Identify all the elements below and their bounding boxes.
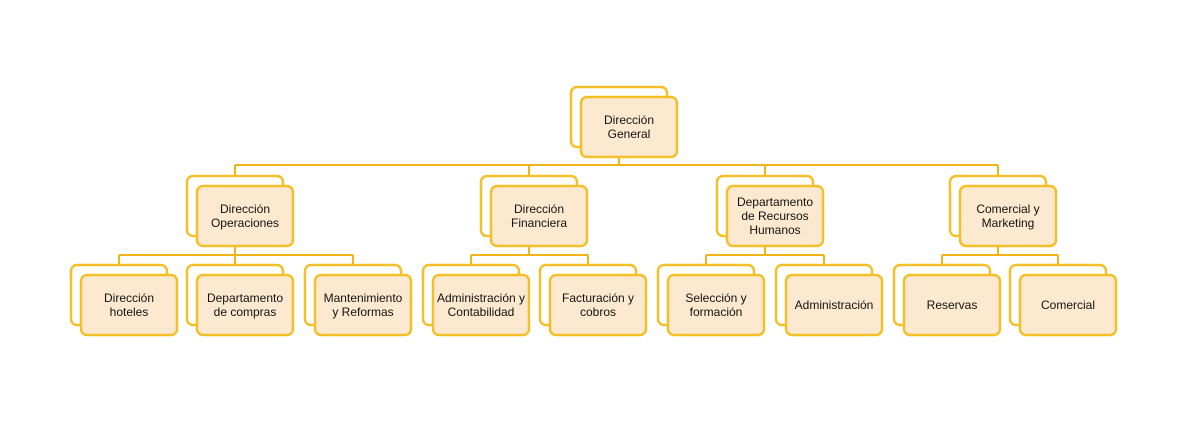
node-subunit-1-1-box: [548, 273, 648, 337]
node-subunit-0-0-label: hoteles: [110, 305, 149, 319]
node-department-3-label: Comercial y: [976, 202, 1039, 216]
node-department-1-label: Dirección: [514, 202, 564, 216]
node-department-1-box: [489, 184, 589, 248]
node-subunit-2-0-label: Selección y: [685, 291, 746, 305]
node-subunit-0-0-label: Dirección: [104, 291, 154, 305]
node-subunit-1-0-label: Contabilidad: [448, 305, 515, 319]
node-subunit-0-2-label: y Reformas: [332, 305, 393, 319]
node-subunit-0-2-box: [313, 273, 413, 337]
node-department-0-box: [195, 184, 295, 248]
node-subunit-0-1-label: Departamento: [207, 291, 283, 305]
node-department-2-label: Humanos: [749, 223, 800, 237]
node-department-3-label: Marketing: [982, 216, 1035, 230]
node-subunit-0-0-box: [79, 273, 179, 337]
node-department-2-label: Departamento: [737, 195, 813, 209]
node-subunit-2-1: Administración: [774, 263, 884, 337]
node-department-0-label: Operaciones: [211, 216, 279, 230]
node-subunit-2-0-label: formación: [690, 305, 743, 319]
node-subunit-3-0-label: Reservas: [927, 298, 978, 312]
node-subunit-3-1: Comercial: [1008, 263, 1118, 337]
node-subunit-2-1-box: [784, 273, 884, 337]
node-department-0-label: Dirección: [220, 202, 270, 216]
node-subunit-1-1-label: cobros: [580, 305, 616, 319]
node-subunit-0-1-box: [195, 273, 295, 337]
node-department-2-box: [725, 184, 825, 248]
node-direccion-general-box: [579, 95, 679, 159]
nodes: DirecciónGeneralDirecciónOperacionesDire…: [69, 85, 1118, 337]
node-subunit-3-1-box: [1018, 273, 1118, 337]
node-subunit-2-0-box: [666, 273, 766, 337]
node-subunit-1-1-label: Facturación y: [562, 291, 634, 305]
node-subunit-2-1-label: Administración: [795, 298, 874, 312]
node-direccion-general-label: Dirección: [604, 113, 654, 127]
node-department-2-label: de Recursos: [741, 209, 808, 223]
node-department-3-box: [958, 184, 1058, 248]
node-department-1-label: Financiera: [511, 216, 567, 230]
node-subunit-3-1-label: Comercial: [1041, 298, 1095, 312]
node-subunit-0-2-label: Mantenimiento: [324, 291, 403, 305]
node-subunit-3-0: Reservas: [892, 263, 1002, 337]
node-subunit-3-0-box: [902, 273, 1002, 337]
node-subunit-1-0-label: Administración y: [437, 291, 525, 305]
node-direccion-general-label: General: [608, 127, 651, 141]
node-subunit-0-1-label: de compras: [214, 305, 277, 319]
connectors: [118, 157, 1059, 265]
node-subunit-1-0-box: [431, 273, 531, 337]
